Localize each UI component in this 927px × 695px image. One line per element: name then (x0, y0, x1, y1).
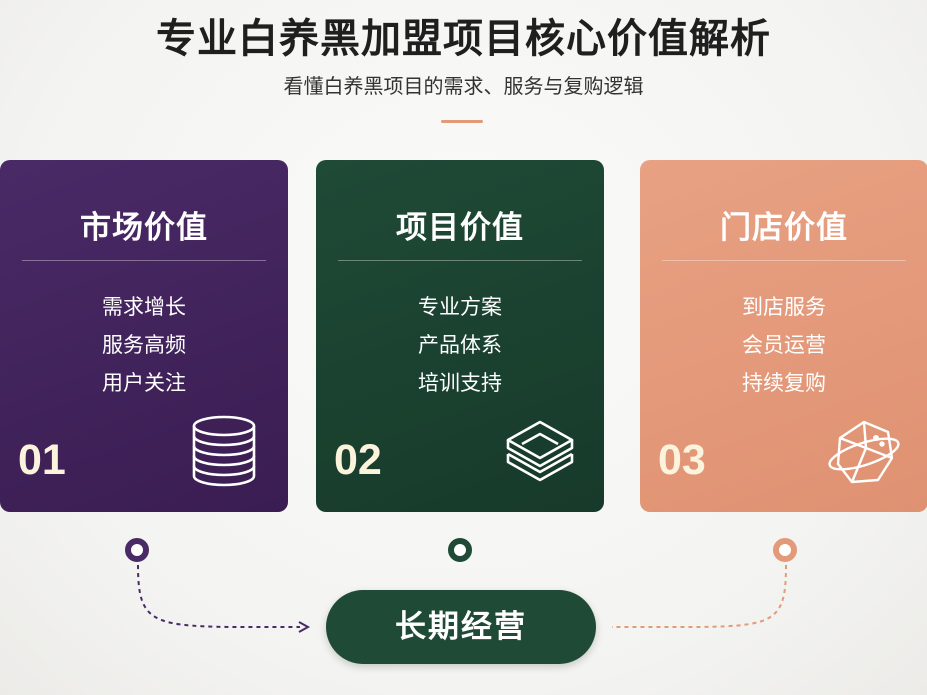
card-project-value: 项目价值 专业方案 产品体系 培训支持 02 (316, 160, 604, 512)
planet-icon (828, 420, 900, 484)
page-subtitle: 看懂白养黑项目的需求、服务与复购逻辑 (283, 74, 644, 98)
flow-dot-store (773, 538, 797, 562)
card-divider (338, 260, 582, 261)
card-point: 会员运营 (742, 333, 826, 357)
coin-stack-icon (192, 415, 256, 487)
card-point: 专业方案 (418, 295, 502, 319)
card-point: 产品体系 (418, 333, 502, 357)
card-title: 项目价值 (396, 210, 524, 246)
flow-dot-project (448, 538, 472, 562)
card-market-value: 市场价值 需求增长 服务高频 用户关注 01 (0, 160, 288, 512)
left-connector-line (137, 564, 300, 628)
long-term-operation-pill: 长期经营 (326, 590, 596, 664)
card-point: 服务高频 (102, 333, 186, 357)
card-store-value: 门店价值 到店服务 会员运营 持续复购 03 (640, 160, 927, 512)
title-accent-bar (441, 120, 483, 123)
card-point: 到店服务 (742, 295, 826, 319)
card-number: 01 (18, 436, 66, 484)
card-number: 02 (334, 436, 382, 484)
card-number: 03 (658, 436, 706, 484)
card-divider (22, 260, 266, 261)
card-point: 需求增长 (102, 295, 186, 319)
card-title: 市场价值 (80, 210, 208, 246)
card-title: 门店价值 (720, 210, 848, 246)
card-divider (662, 260, 906, 261)
flow-dot-market (125, 538, 149, 562)
right-connector-line (612, 564, 787, 628)
card-point: 用户关注 (102, 371, 186, 395)
layers-icon (506, 420, 574, 482)
page-title: 专业白养黑加盟项目核心价值解析 (156, 16, 771, 62)
card-point: 持续复购 (742, 371, 826, 395)
left-connector-arrow (298, 621, 311, 633)
card-points: 需求增长 服务高频 用户关注 (0, 288, 288, 402)
card-point: 培训支持 (418, 371, 502, 395)
card-points: 专业方案 产品体系 培训支持 (316, 288, 604, 402)
card-points: 到店服务 会员运营 持续复购 (640, 288, 927, 402)
